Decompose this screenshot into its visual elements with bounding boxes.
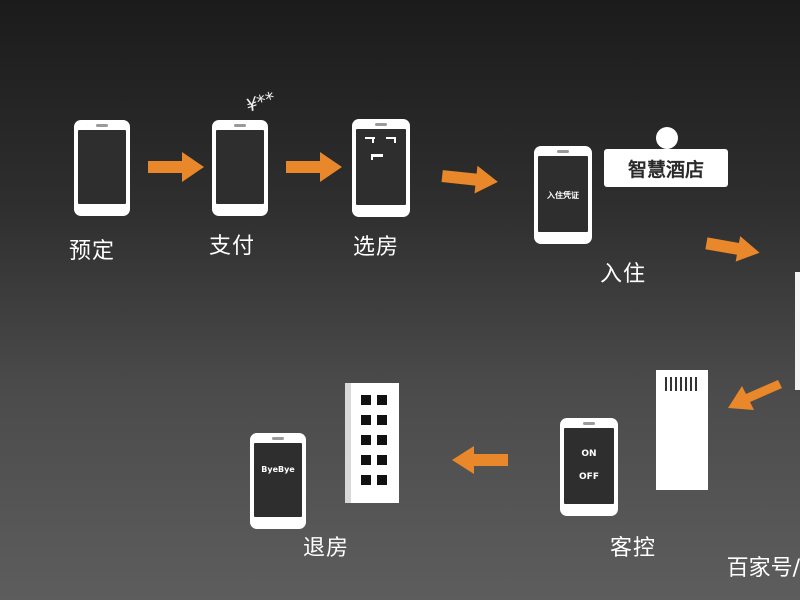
building-icon [345,383,399,503]
phone-screen: ByeBye [254,443,302,517]
phone-speaker [96,124,108,127]
building-window [377,455,387,465]
building-window [377,395,387,405]
building-window [361,435,371,445]
building-window [377,415,387,425]
phone-check-out: ByeBye [250,433,306,529]
off-text: OFF [579,472,599,482]
building-window [377,435,387,445]
watermark-text: 百家号/ [726,556,800,581]
step-label-room-control: 客控 [610,536,657,561]
phone-select-room [352,119,410,217]
on-text: ON [581,449,597,459]
phone-screen [356,129,406,205]
hotel-sign-icon: 智慧酒店 [604,149,728,187]
step-label-select-room: 选房 [353,235,400,260]
phone-speaker [234,124,246,127]
building-window [361,475,371,485]
phone-speaker [557,150,569,153]
money-icon: ¥** [243,87,278,118]
building-side [345,383,351,503]
ac-vent-icon [665,377,697,391]
phone-screen [216,130,264,204]
phone-speaker [583,422,595,425]
step-label-book: 预定 [69,239,116,264]
phone-book [74,120,130,216]
building-window [377,475,387,485]
phone-room-control: ON OFF [560,418,618,516]
building-window [361,455,371,465]
arrow-right-icon [148,152,204,182]
step-label-pay: 支付 [209,234,256,259]
arrow-down-left-icon [728,380,782,410]
arrow-right-icon [441,165,498,194]
phone-speaker [375,123,387,126]
arrow-right-icon [705,236,760,262]
phone-speaker [272,437,284,440]
face-icon [365,137,396,160]
phone-check-in: 入住凭证 [534,146,592,244]
air-conditioner-icon [656,370,708,490]
hotel-sign-knob [656,127,678,149]
phone-screen: ON OFF [564,428,614,504]
step-label-check-in: 入住 [600,262,647,287]
building-window [361,415,371,425]
hotel-sign-text: 智慧酒店 [627,158,704,181]
arrow-right-icon [286,152,342,182]
byebye-text: ByeBye [261,465,295,474]
step-label-check-out: 退房 [303,536,350,561]
check-in-voucher-text: 入住凭证 [547,191,579,200]
edge-panel [795,272,800,390]
phone-screen [78,130,126,204]
arrow-left-icon [452,446,508,474]
building-window [361,395,371,405]
phone-pay [212,120,268,216]
phone-screen: 入住凭证 [538,156,588,232]
